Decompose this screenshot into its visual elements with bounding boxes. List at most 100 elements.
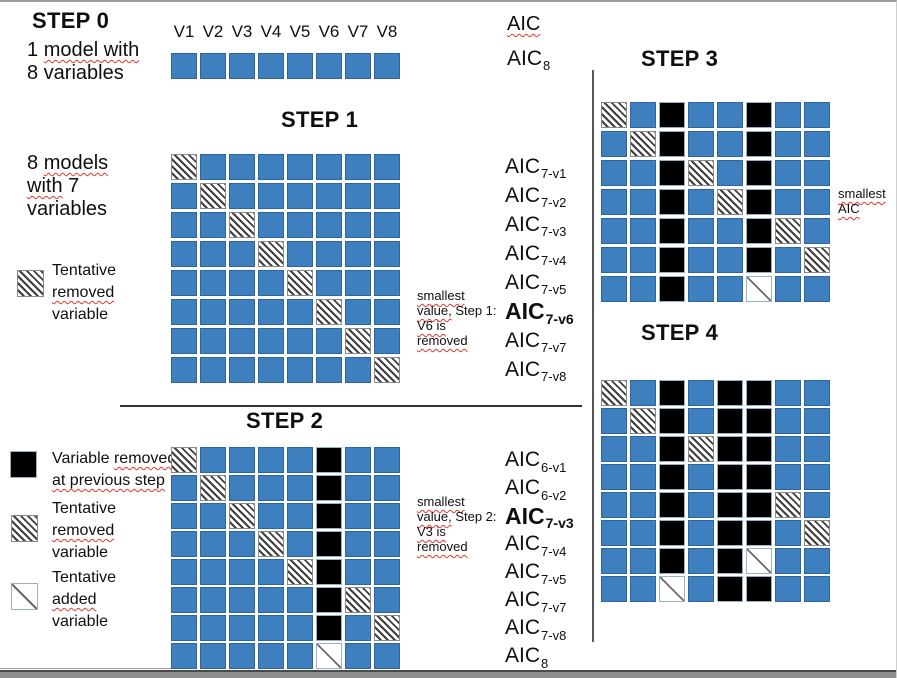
removed-variable-cell xyxy=(746,160,772,186)
removed-variable-cell xyxy=(746,576,772,602)
aic-subscript: 7-v5 xyxy=(541,571,567,587)
included-variable-cell xyxy=(804,131,830,157)
included-variable-cell xyxy=(688,576,714,602)
included-variable-cell xyxy=(229,357,255,383)
var-label-v6: V6 xyxy=(318,22,340,41)
var-label-v5: V5 xyxy=(289,22,311,41)
included-variable-cell xyxy=(258,183,284,209)
black-swatch-icon xyxy=(10,451,37,478)
included-variable-cell xyxy=(345,299,371,325)
legend-removed-previous: Variable removed at previous step xyxy=(52,448,176,492)
window-bottom-bar xyxy=(0,670,896,678)
removed-variable-cell xyxy=(746,218,772,244)
variable-headers: V1 V2 V3 V4 V5 V6 V7 V8 xyxy=(171,22,400,42)
included-variable-cell xyxy=(374,531,400,557)
removed-variable-cell xyxy=(659,160,685,186)
included-variable-cell xyxy=(688,218,714,244)
text-segment: Tentative xyxy=(52,569,117,586)
included-variable-cell xyxy=(171,559,197,585)
text-segment: added xyxy=(52,591,97,608)
step1-grid xyxy=(171,154,400,383)
included-variable-cell xyxy=(287,183,313,209)
removed-variable-cell xyxy=(746,492,772,518)
included-variable-cell xyxy=(345,643,371,669)
text-line: value, Step 2: xyxy=(417,509,509,524)
included-variable-cell xyxy=(804,380,830,406)
var-label-v4: V4 xyxy=(260,22,282,41)
aic-main: AIC xyxy=(505,448,541,471)
included-variable-cell xyxy=(287,503,313,529)
removed-variable-cell xyxy=(746,131,772,157)
included-variable-cell xyxy=(229,587,255,613)
aic-subscript: 6-v2 xyxy=(541,487,567,503)
text-segment: removed xyxy=(417,333,468,348)
removed-variable-cell xyxy=(659,380,685,406)
included-variable-cell xyxy=(374,559,400,585)
included-variable-cell xyxy=(229,328,255,354)
text-line: V3 is xyxy=(417,524,509,539)
included-variable-cell xyxy=(345,615,371,641)
included-variable-cell xyxy=(345,447,371,473)
included-variable-cell xyxy=(601,492,627,518)
included-variable-cell xyxy=(229,615,255,641)
included-variable-cell xyxy=(287,357,313,383)
included-variable-cell xyxy=(775,548,801,574)
var-label-v2: V2 xyxy=(202,22,224,41)
included-variable-cell xyxy=(717,102,743,128)
removed-variable-cell xyxy=(316,447,342,473)
included-variable-cell xyxy=(200,643,226,669)
text-segment: removed xyxy=(113,450,177,467)
aic-subscript: 7-v8 xyxy=(541,369,567,384)
text-line: removed xyxy=(417,539,509,554)
aic-subscript: 7-v2 xyxy=(541,195,567,210)
aic-subscript: 7-v3 xyxy=(541,224,567,239)
included-variable-cell xyxy=(258,299,284,325)
included-variable-cell xyxy=(374,503,400,529)
aic-main: AIC xyxy=(505,241,541,265)
included-variable-cell xyxy=(630,102,656,128)
text-segment: value, xyxy=(417,303,452,318)
included-variable-cell xyxy=(200,328,226,354)
removed-variable-cell xyxy=(659,276,685,302)
horizontal-divider xyxy=(120,405,582,407)
var-label-v1: V1 xyxy=(173,22,195,41)
text-line: AIC xyxy=(838,201,896,216)
included-variable-cell xyxy=(258,270,284,296)
text-segment: Variable xyxy=(52,450,114,467)
text-line: 1 model with xyxy=(27,39,139,62)
removed-variable-cell xyxy=(659,218,685,244)
tentative-removed-cell xyxy=(688,436,714,462)
text-segment: at previous step xyxy=(52,472,165,489)
aic-subscript: 7-v7 xyxy=(541,340,567,355)
text-segment: removed xyxy=(417,539,468,554)
included-variable-cell xyxy=(804,189,830,215)
removed-variable-cell xyxy=(746,520,772,546)
included-variable-cell xyxy=(200,587,226,613)
text-line: added xyxy=(52,589,116,611)
aic-main: AIC xyxy=(505,298,545,324)
included-variable-cell xyxy=(601,160,627,186)
included-variable-cell xyxy=(775,189,801,215)
removed-variable-cell xyxy=(659,548,685,574)
removed-variable-cell xyxy=(746,247,772,273)
text-line: 8 models xyxy=(27,152,108,175)
included-variable-cell xyxy=(804,102,830,128)
removed-variable-cell xyxy=(659,436,685,462)
included-variable-cell xyxy=(630,436,656,462)
included-variable-cell xyxy=(229,475,255,501)
removed-variable-cell xyxy=(746,436,772,462)
aic-main: AIC xyxy=(505,357,541,381)
included-variable-cell xyxy=(630,189,656,215)
included-variable-cell xyxy=(200,299,226,325)
included-variable-cell xyxy=(287,447,313,473)
aic-main: AIC xyxy=(505,154,541,178)
included-variable-cell xyxy=(258,154,284,180)
